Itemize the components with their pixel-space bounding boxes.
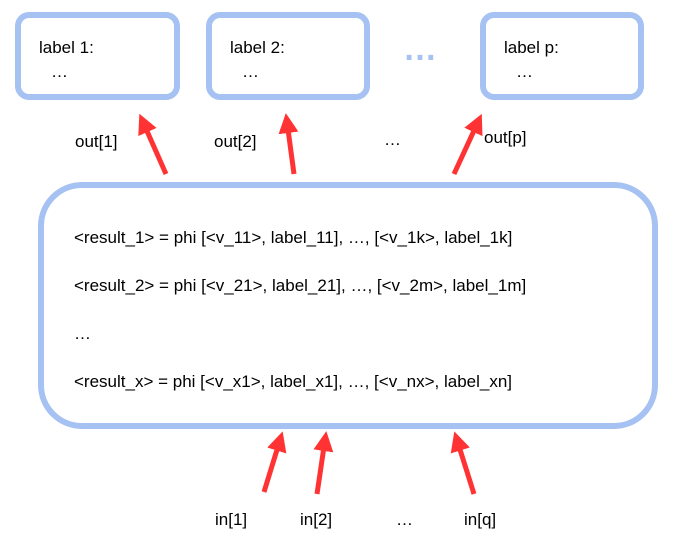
arrow-in-q [450,431,477,495]
output-block-2: label 2: … [206,12,370,100]
out-label-2: out[2] [214,132,257,151]
phi-line-2: <result_2> = phi [<v_21>, label_21], …, … [74,276,527,295]
phi-block: <result_1> = phi [<v_11>, label_11], …, … [38,182,658,429]
arrow-out-p [451,113,483,176]
output-block-p: label p: … [480,12,644,100]
in-label-2: in[2] [300,510,333,529]
out-label-ellipsis: … [384,130,401,149]
in-label-ellipsis: … [396,510,413,529]
in-label-q: in[q] [464,510,497,529]
block-content-1: … [51,62,68,81]
block-label-2: label 2: [230,38,285,57]
phi-line-ellipsis: … [74,324,91,343]
out-label-1: out[1] [75,132,118,151]
block-content-2: … [242,62,259,81]
arrow-in-2 [313,431,334,495]
block-content-p: … [516,62,533,81]
phi-line-x: <result_x> = phi [<v_x1>, label_x1], …, … [74,372,513,391]
phi-line-1: <result_1> = phi [<v_11>, label_11], …, … [74,228,513,247]
arrow-in-1 [261,431,287,493]
blocks-ellipsis: … [403,30,440,68]
block-label-1: label 1: [39,38,94,57]
out-label-p: out[p] [484,128,527,147]
arrow-out-2 [278,113,299,175]
block-label-p: label p: [504,38,559,57]
in-label-1: in[1] [215,510,248,529]
arrow-out-1 [138,113,169,176]
output-block-1: label 1: … [15,12,180,100]
